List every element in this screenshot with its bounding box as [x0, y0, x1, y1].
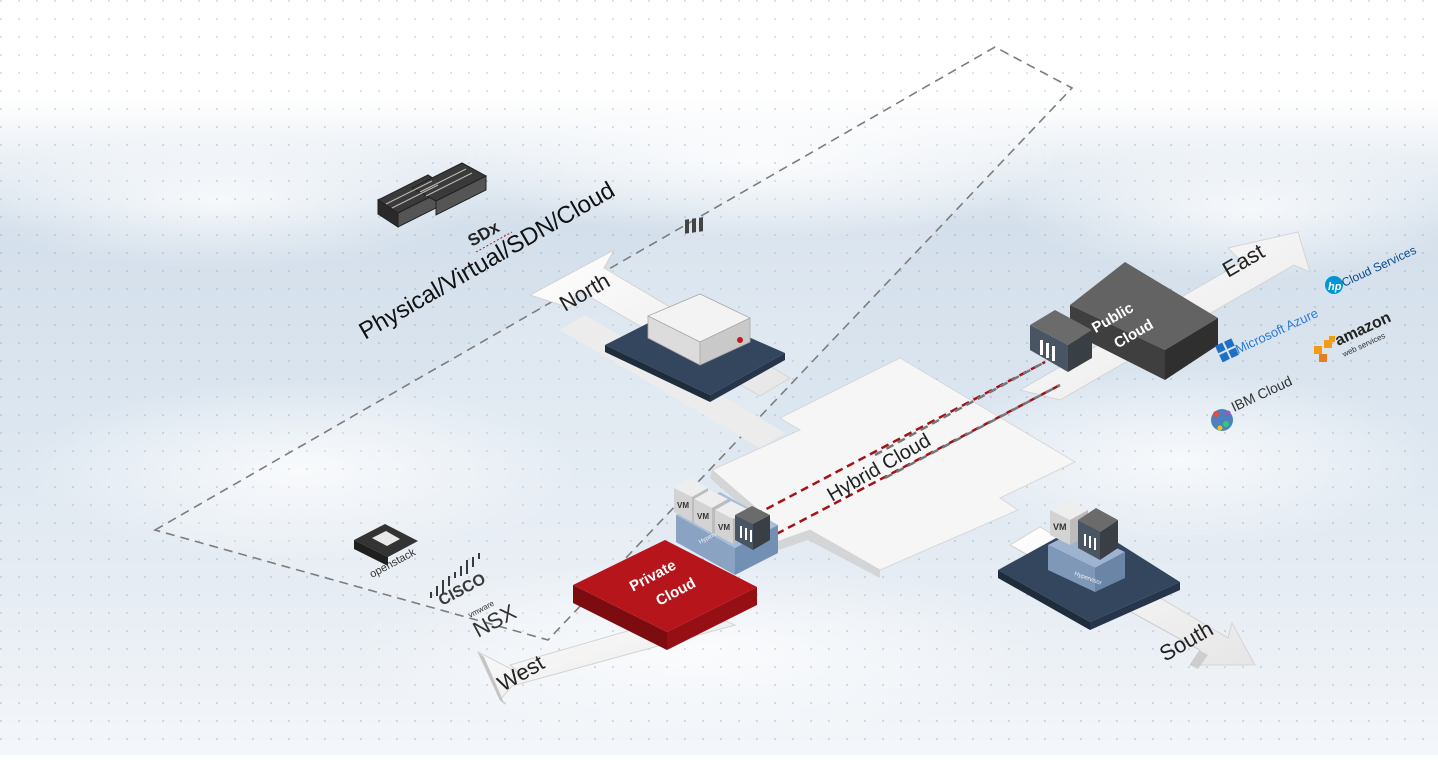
ibm-globe-icon: [1211, 409, 1233, 431]
public-server-icon: [1030, 310, 1092, 372]
aws-boxes-icon: [1314, 336, 1335, 362]
server-rack-icon: [376, 162, 488, 228]
firewall-appliance-icon: [647, 217, 751, 366]
hybrid-cloud-links: [754, 360, 1061, 542]
openstack-icon: [354, 524, 418, 566]
south-vm-label: VM: [1053, 522, 1067, 532]
public-cloud-node: Public Cloud: [1030, 262, 1218, 380]
private-cloud-node: Hypervisor VM VM VM: [573, 479, 778, 650]
private-server-icon: [735, 506, 770, 550]
hp-logo-text: hp: [1328, 281, 1342, 293]
sdx-underline: [475, 231, 513, 253]
south-node: Hypervisor VM: [998, 500, 1180, 630]
cisco-bars-icon: [430, 553, 480, 598]
south-server-icon: [1078, 508, 1118, 560]
private-vm-2-label: VM: [697, 512, 709, 521]
private-vm-1-label: VM: [677, 501, 689, 510]
north-node: [605, 217, 785, 402]
azure-windows-icon: [1215, 338, 1239, 363]
private-vm-3-label: VM: [718, 523, 730, 532]
